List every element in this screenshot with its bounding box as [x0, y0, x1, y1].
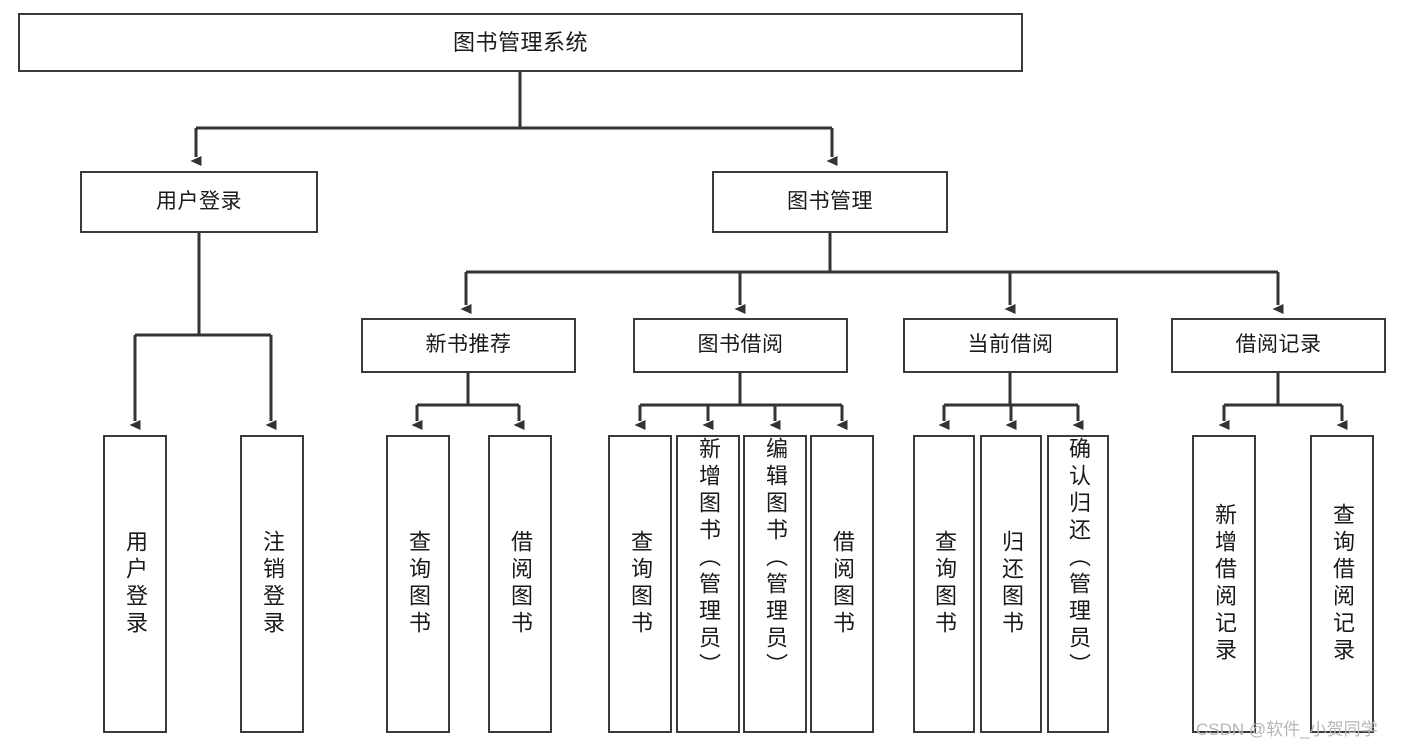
- node-book-borrow[interactable]: 图书借阅: [633, 318, 848, 373]
- leaf-query-book-3[interactable]: 查询图书: [913, 435, 975, 733]
- leaf-user-login-label: 用户登录: [123, 530, 148, 638]
- leaf-borrow-book-1-label: 借阅图书: [508, 530, 533, 638]
- node-new-book-rec-label: 新书推荐: [425, 333, 512, 357]
- node-user-login-label: 用户登录: [156, 189, 242, 213]
- leaf-logout-label: 注销登录: [260, 530, 285, 638]
- leaf-borrow-book-1[interactable]: 借阅图书: [488, 435, 552, 733]
- leaf-return-book-label: 归还图书: [999, 530, 1024, 638]
- leaf-edit-book[interactable]: 编辑图书（管理员）: [743, 435, 807, 733]
- leaf-query-book-2-label: 查询图书: [628, 530, 653, 638]
- watermark: CSDN @软件_小贺同学: [1196, 720, 1378, 739]
- node-current-borrow[interactable]: 当前借阅: [903, 318, 1118, 373]
- node-borrow-record-label: 借阅记录: [1235, 333, 1322, 357]
- node-current-borrow-label: 当前借阅: [967, 333, 1054, 357]
- leaf-confirm-return[interactable]: 确认归还（管理员）: [1047, 435, 1109, 733]
- node-root[interactable]: 图书管理系统: [18, 13, 1023, 72]
- node-new-book-rec[interactable]: 新书推荐: [361, 318, 576, 373]
- node-book-manage-label: 图书管理: [787, 189, 873, 213]
- leaf-add-record-label: 新增借阅记录: [1212, 503, 1237, 665]
- node-borrow-record[interactable]: 借阅记录: [1171, 318, 1386, 373]
- leaf-query-book-1-label: 查询图书: [406, 530, 431, 638]
- leaf-edit-book-label: 编辑图书（管理员）: [763, 437, 788, 680]
- node-book-borrow-label: 图书借阅: [697, 333, 784, 357]
- leaf-query-record[interactable]: 查询借阅记录: [1310, 435, 1374, 733]
- leaf-borrow-book-2-label: 借阅图书: [830, 530, 855, 638]
- leaf-logout[interactable]: 注销登录: [240, 435, 304, 733]
- leaf-query-book-3-label: 查询图书: [932, 530, 957, 638]
- leaf-query-book-2[interactable]: 查询图书: [608, 435, 672, 733]
- leaf-confirm-return-label: 确认归还（管理员）: [1066, 437, 1091, 680]
- leaf-add-record[interactable]: 新增借阅记录: [1192, 435, 1256, 733]
- leaf-add-book[interactable]: 新增图书（管理员）: [676, 435, 740, 733]
- node-book-manage[interactable]: 图书管理: [712, 171, 948, 233]
- node-user-login[interactable]: 用户登录: [80, 171, 318, 233]
- leaf-borrow-book-2[interactable]: 借阅图书: [810, 435, 874, 733]
- leaf-user-login[interactable]: 用户登录: [103, 435, 167, 733]
- leaf-query-book-1[interactable]: 查询图书: [386, 435, 450, 733]
- leaf-return-book[interactable]: 归还图书: [980, 435, 1042, 733]
- node-root-label: 图书管理系统: [452, 29, 588, 55]
- leaf-add-book-label: 新增图书（管理员）: [696, 437, 721, 680]
- leaf-query-record-label: 查询借阅记录: [1330, 503, 1355, 665]
